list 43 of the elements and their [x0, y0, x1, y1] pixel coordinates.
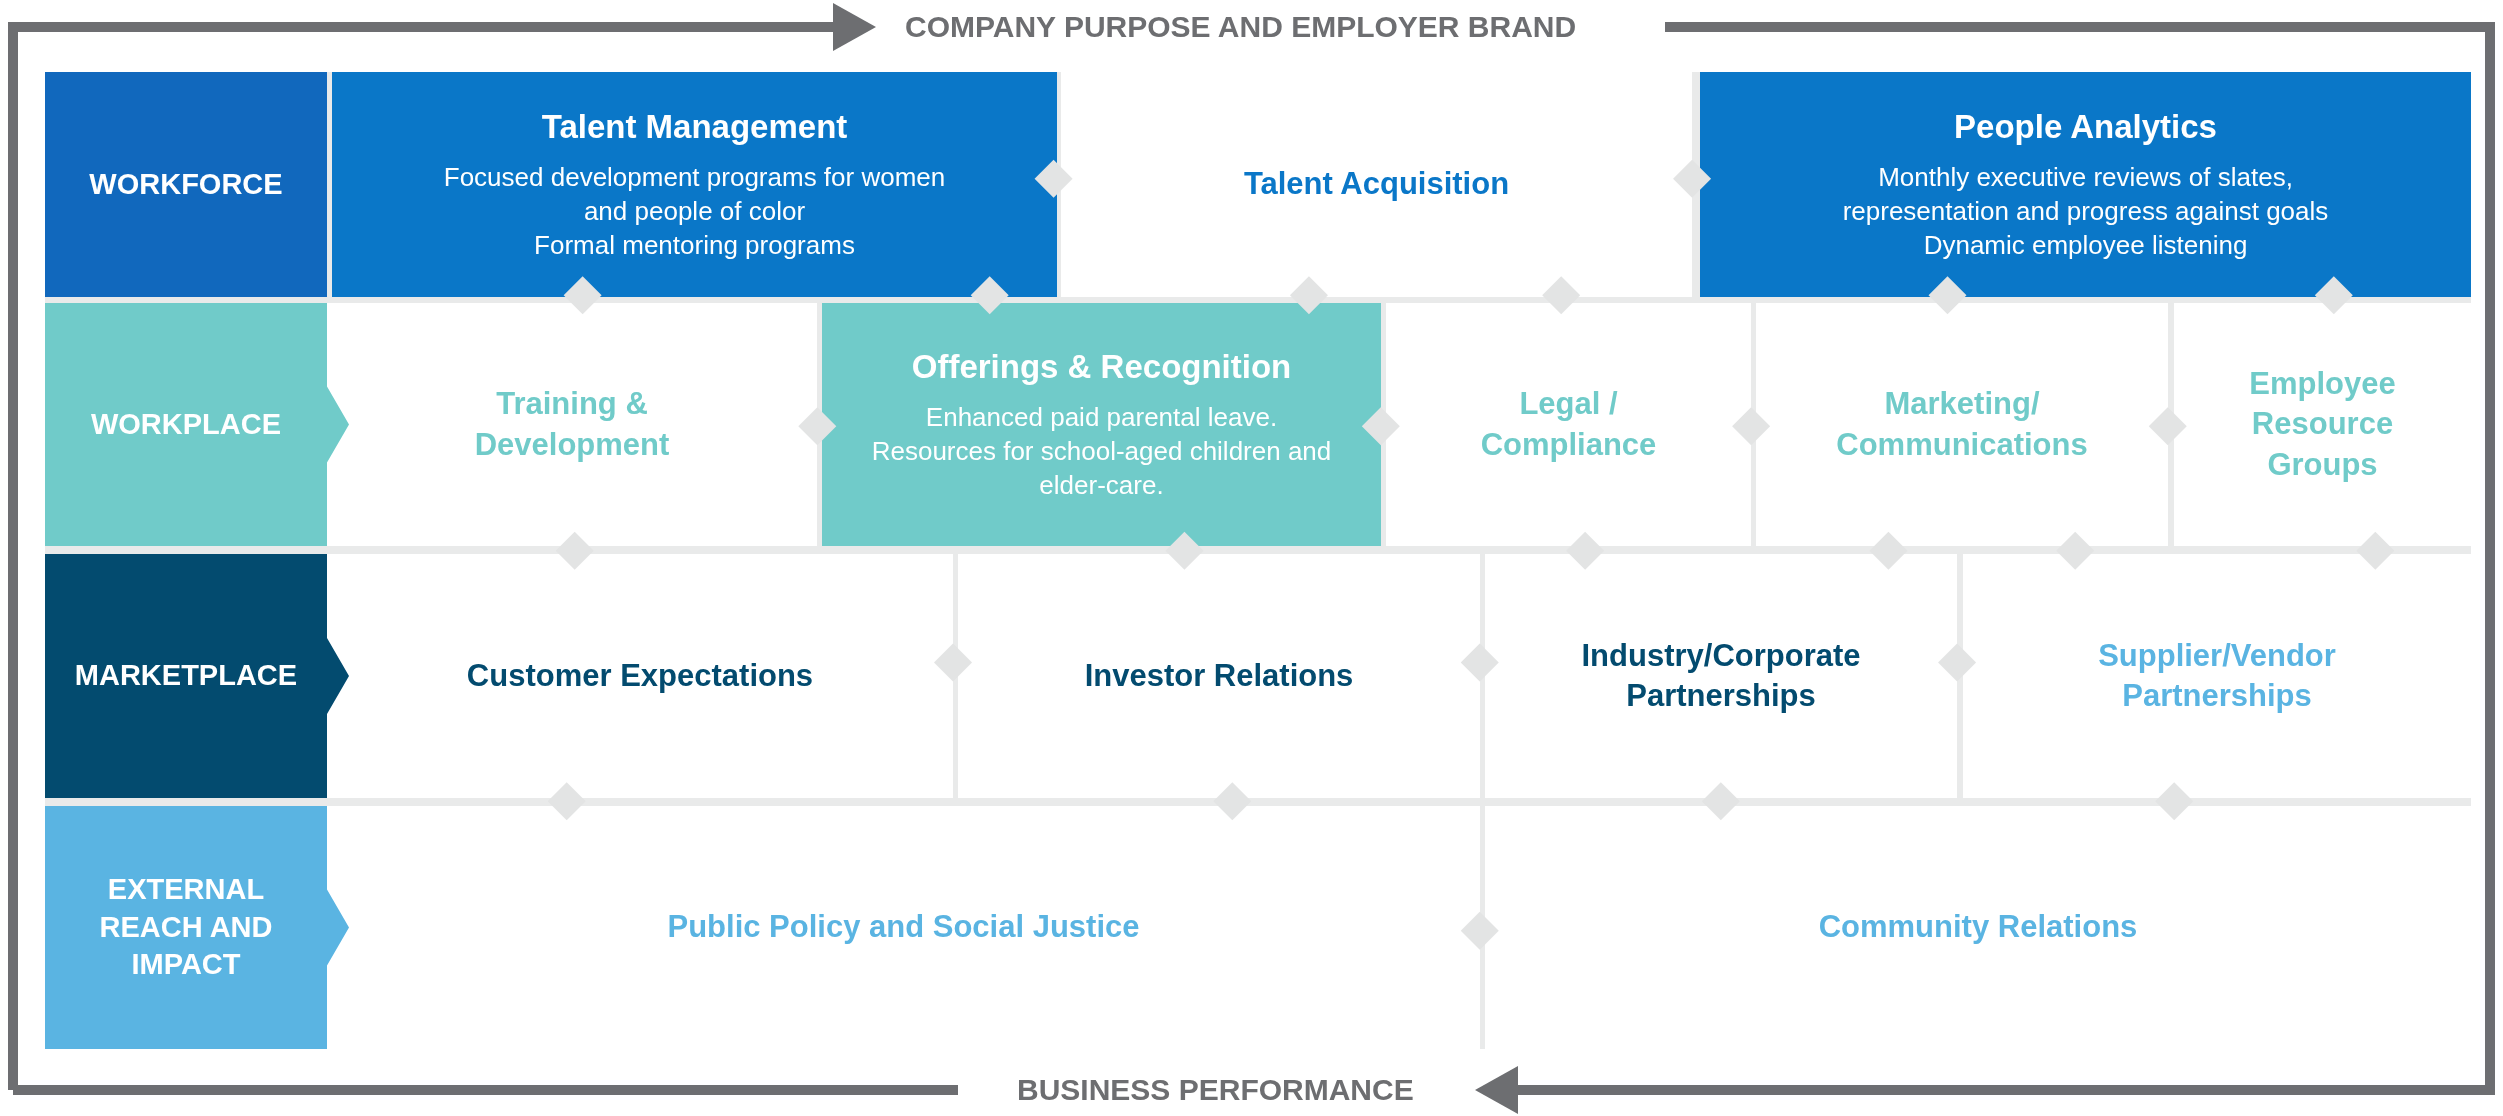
- row-header-label: WORKPLACE: [89, 406, 283, 442]
- cell-title: Employee Resource Groups: [2248, 365, 2397, 484]
- frame-label: COMPANY PURPOSE AND EMPLOYER BRAND: [905, 10, 1577, 44]
- cell-title: Talent Management: [541, 107, 848, 148]
- cell-title: Supplier/Vendor Partnerships: [2097, 636, 2337, 715]
- topic-cell: [1485, 554, 1957, 798]
- topic-cell: [327, 806, 1480, 1049]
- topic-cell: [958, 554, 1480, 798]
- cell-title: People Analytics: [1954, 107, 2217, 148]
- topic-cell: [2174, 303, 2471, 546]
- topic-cell: [1756, 303, 2168, 546]
- cell-title: Marketing/ Communications: [1835, 385, 2089, 464]
- cell-description: Monthly executive reviews of slates, representation and progress against goals: [1841, 161, 2330, 229]
- cell-description: Focused development programs for women and people of color: [442, 161, 947, 229]
- row-header-label: MARKETPLACE: [73, 658, 299, 694]
- frame-label: BUSINESS PERFORMANCE: [1017, 1073, 1414, 1107]
- cell-description: Enhanced paid parental leave.: [925, 401, 1278, 435]
- topic-cell: [1061, 72, 1692, 297]
- cell-description: Formal mentoring programs: [534, 228, 855, 262]
- row-header-tab: [45, 303, 349, 546]
- row-header-label: WORKFORCE: [88, 166, 284, 202]
- topic-cell: [327, 303, 817, 546]
- row-header-tab: [45, 806, 349, 1049]
- topic-cell: [1386, 303, 1751, 546]
- cell-description: Resources for school-aged children and elder-care.: [870, 435, 1333, 502]
- topic-cell: [1700, 72, 2471, 297]
- topic-cell: [332, 72, 1057, 297]
- cell-title: Training & Development: [473, 385, 671, 464]
- cell-title: Legal / Compliance: [1479, 385, 1658, 464]
- row-header-tab: [45, 554, 349, 798]
- row-header-label: EXTERNAL REACH AND IMPACT: [98, 871, 274, 983]
- cell-description: Dynamic employee listening: [1923, 228, 2248, 262]
- row-header-tab: [45, 72, 327, 297]
- cell-title: Industry/Corporate Partnerships: [1580, 636, 1862, 715]
- topic-cell: [822, 303, 1381, 546]
- topic-cell: [1963, 554, 2471, 798]
- cell-title: Public Policy and Social Justice: [667, 908, 1140, 947]
- cell-title: Investor Relations: [1084, 656, 1354, 695]
- cell-title: Talent Acquisition: [1243, 165, 1510, 204]
- topic-cell: [327, 554, 953, 798]
- cell-title: Offerings & Recognition: [911, 347, 1292, 388]
- cell-title: Community Relations: [1818, 908, 2138, 947]
- cell-title: Customer Expectations: [466, 656, 814, 695]
